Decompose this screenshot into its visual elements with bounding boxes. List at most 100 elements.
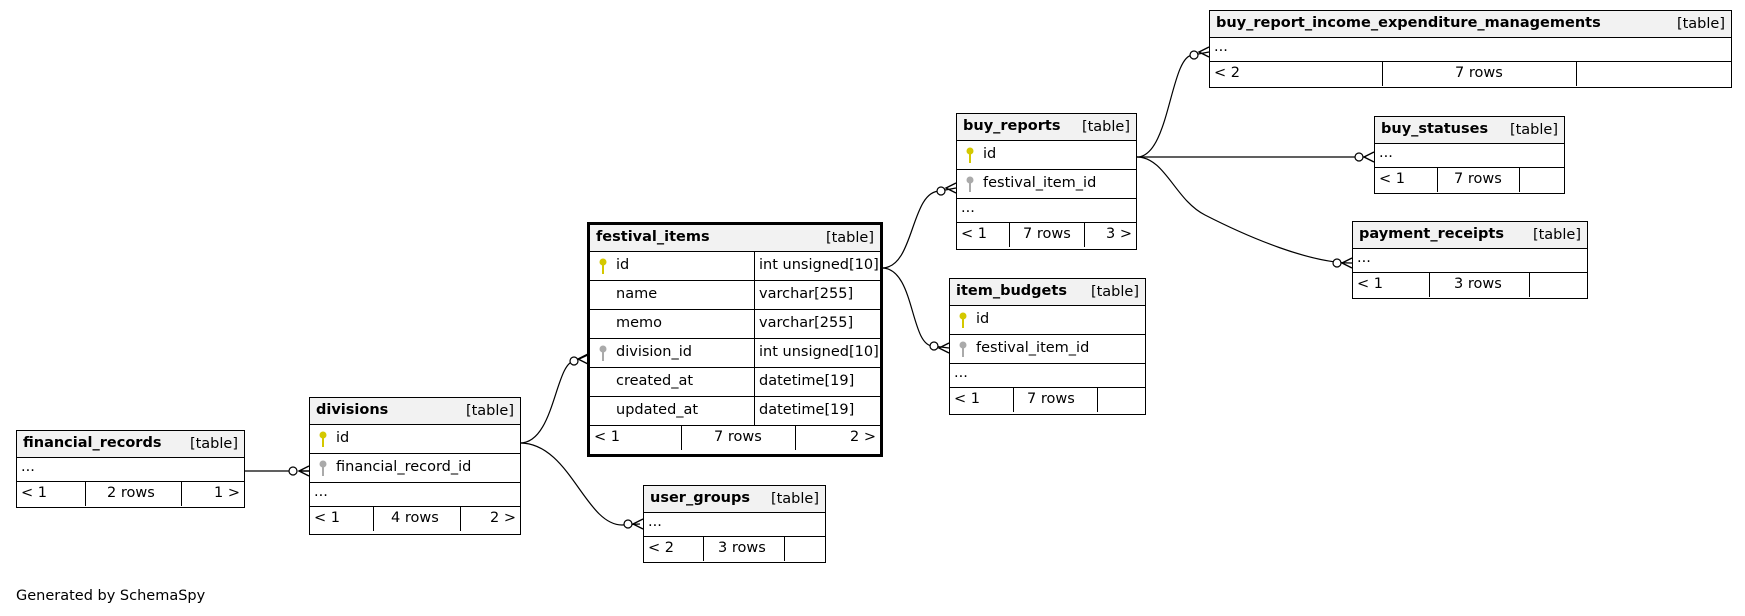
column-row: id (950, 306, 1145, 335)
primary-key-icon (964, 146, 976, 168)
table-name: item_budgets (956, 283, 1067, 299)
table-footer: < 1 7 rows 2 > (590, 426, 880, 450)
table-name: financial_records (23, 435, 162, 451)
table-footer: < 2 7 rows (1210, 62, 1731, 86)
column-type: datetime[19] (754, 368, 854, 396)
foreign-key-icon (597, 344, 609, 366)
table-user-groups[interactable]: user_groups [table] ... < 2 3 rows (643, 485, 826, 563)
table-item-budgets[interactable]: item_budgets [table] id festival_item_id… (949, 278, 1146, 415)
table-footer: < 1 2 rows 1 > (17, 482, 244, 506)
table-type: [table] (465, 403, 514, 419)
children-count[interactable]: 2 > (850, 429, 876, 445)
column-name: id (983, 146, 997, 162)
more-columns-row: ... (310, 483, 520, 507)
crows-foot-icon (937, 342, 950, 354)
table-payment-receipts[interactable]: payment_receipts [table] ... < 1 3 rows (1352, 221, 1588, 299)
column-type: int unsigned[10] (754, 252, 879, 280)
foreign-key-icon (317, 459, 329, 481)
parents-count[interactable]: < 2 (648, 540, 674, 556)
relation-buy-reports-managements (1136, 51, 1210, 158)
primary-key-icon (597, 257, 609, 279)
crows-foot-icon (297, 465, 310, 477)
ellipsis: ... (314, 484, 328, 500)
more-columns-row: ... (17, 458, 244, 482)
column-row: financial_record_id (310, 454, 520, 483)
more-columns-row: ... (1375, 144, 1564, 168)
more-columns-row: ... (1353, 249, 1587, 273)
table-buy-reports[interactable]: buy_reports [table] id festival_item_id … (956, 113, 1137, 250)
ellipsis: ... (1379, 145, 1393, 161)
parents-count[interactable]: < 1 (961, 226, 987, 242)
column-row: id int unsigned[10] (590, 252, 880, 281)
primary-key-icon (957, 311, 969, 333)
column-name: division_id (616, 344, 692, 360)
table-name: buy_reports (963, 118, 1061, 134)
table-footer: < 1 4 rows 2 > (310, 507, 520, 531)
table-buy-statuses[interactable]: buy_statuses [table] ... < 1 7 rows (1374, 116, 1565, 194)
table-name: buy_report_income_expenditure_management… (1216, 15, 1601, 31)
crows-foot-icon (631, 518, 644, 530)
ellipsis: ... (954, 365, 968, 381)
parents-count[interactable]: < 1 (1379, 171, 1405, 187)
more-columns-row: ... (950, 364, 1145, 388)
more-columns-row: ... (957, 199, 1136, 223)
table-header: buy_reports [table] (957, 114, 1136, 141)
ellipsis: ... (1357, 250, 1371, 266)
table-header: buy_statuses [table] (1375, 117, 1564, 144)
table-footer: < 2 3 rows (644, 537, 825, 561)
row-count: 3 rows (718, 540, 766, 556)
table-footer: < 1 7 rows 3 > (957, 223, 1136, 247)
ellipsis: ... (1214, 39, 1228, 55)
parents-count[interactable]: < 1 (314, 510, 340, 526)
ellipsis: ... (21, 459, 35, 475)
table-header: user_groups [table] (644, 486, 825, 513)
row-count: 2 rows (107, 485, 155, 501)
table-footer: < 1 3 rows (1353, 273, 1587, 297)
table-financial-records[interactable]: financial_records [table] ... < 1 2 rows… (16, 430, 245, 508)
children-count[interactable]: 3 > (1106, 226, 1132, 242)
relation-buy-reports-payment-receipts (1136, 156, 1353, 264)
table-header: buy_report_income_expenditure_management… (1210, 11, 1731, 38)
column-row: updated_at datetime[19] (590, 397, 880, 426)
ellipsis: ... (961, 200, 975, 216)
generator-credit: Generated by SchemaSpy (16, 588, 206, 604)
children-count[interactable]: 1 > (214, 485, 240, 501)
relation-marker-icon (1354, 152, 1364, 162)
relation-divisions-festival-items (519, 354, 589, 444)
ellipsis: ... (648, 514, 662, 530)
table-type: [table] (1532, 227, 1581, 243)
column-row: division_id int unsigned[10] (590, 339, 880, 368)
relation-divisions-user-groups (519, 442, 641, 526)
parents-count[interactable]: < 2 (1214, 65, 1240, 81)
relation-festival-items-item-budgets (881, 267, 950, 349)
row-count: 7 rows (1023, 226, 1071, 242)
crows-foot-icon (1362, 151, 1375, 163)
column-name: festival_item_id (976, 340, 1090, 356)
column-name: festival_item_id (983, 175, 1097, 191)
parents-count[interactable]: < 1 (954, 391, 980, 407)
table-name: divisions (316, 402, 389, 418)
table-type: [table] (1081, 119, 1130, 135)
table-festival-items[interactable]: festival_items [table] id int unsigned[1… (587, 222, 883, 457)
relation-marker-icon (623, 519, 633, 529)
children-count[interactable]: 2 > (490, 510, 516, 526)
table-buy-report-income-expenditure-managements[interactable]: buy_report_income_expenditure_management… (1209, 10, 1732, 88)
column-name: updated_at (616, 402, 699, 418)
table-name: payment_receipts (1359, 226, 1504, 242)
parents-count[interactable]: < 1 (594, 429, 620, 445)
more-columns-row: ... (1210, 38, 1731, 62)
column-row: id (957, 141, 1136, 170)
parents-count[interactable]: < 1 (21, 485, 47, 501)
table-header: financial_records [table] (17, 431, 244, 458)
table-header: festival_items [table] (590, 225, 880, 252)
table-divisions[interactable]: divisions [table] id financial_record_id… (309, 397, 521, 535)
table-type: [table] (1676, 16, 1725, 32)
table-type: [table] (1509, 122, 1558, 138)
crows-foot-icon (1197, 46, 1210, 58)
row-count: 7 rows (1027, 391, 1075, 407)
row-count: 7 rows (714, 429, 762, 445)
table-type: [table] (1090, 284, 1139, 300)
parents-count[interactable]: < 1 (1357, 276, 1383, 292)
table-name: buy_statuses (1381, 121, 1489, 137)
